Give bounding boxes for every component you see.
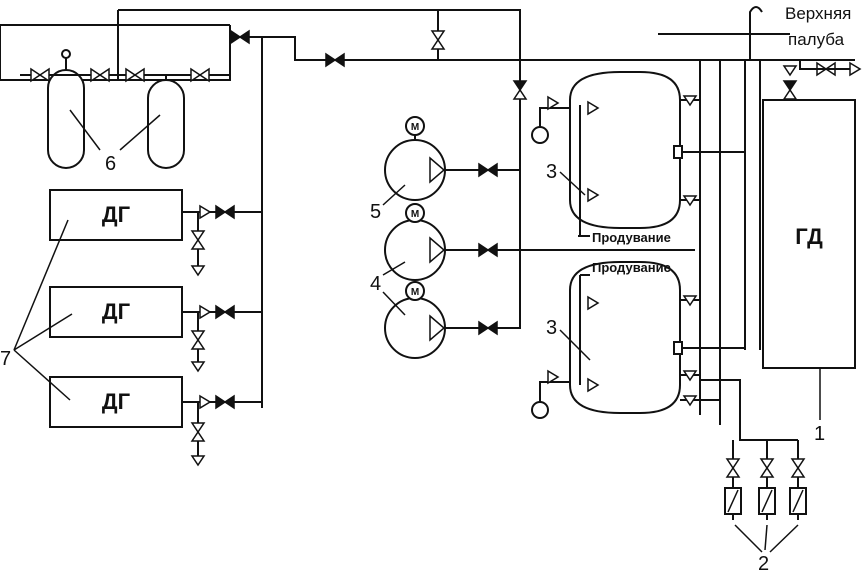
header-valve-1: [230, 30, 250, 44]
dg1-valve: [215, 205, 235, 219]
svg-text:6: 6: [105, 153, 116, 175]
cartridge-valve-2: [760, 458, 774, 478]
pressure-gauge-top: [531, 96, 570, 144]
diesel-generator-2: ДГ: [49, 286, 183, 338]
main-engine: ГД: [762, 99, 856, 369]
compressor-5: М: [384, 116, 446, 201]
blow-label-top: Продувание: [592, 230, 671, 245]
callout-7: 7: [0, 219, 73, 401]
callout-4: 4: [370, 261, 406, 316]
callout-2: 2: [734, 524, 799, 572]
dg2-nozzle: [199, 305, 211, 319]
callout-3-bottom: 3: [546, 317, 591, 361]
cartridge-1: [724, 487, 742, 515]
level-indicator-bottom: [673, 341, 683, 355]
dg3-drain-nozzle: [191, 455, 205, 466]
cartridge-valve-3: [791, 458, 805, 478]
callout-5: 5: [370, 184, 406, 223]
svg-text:7: 7: [0, 348, 11, 370]
deck-outlet-nozzle: [783, 60, 861, 76]
compressor-4b-valve: [478, 321, 498, 335]
dg2-drain-valve: [191, 330, 205, 350]
deck-label-line1: Верхняя: [785, 4, 851, 23]
callout-1: 1: [814, 368, 825, 445]
air-cylinder-right: [147, 75, 185, 169]
dg1-nozzle: [199, 205, 211, 219]
svg-text:1: 1: [814, 423, 825, 445]
upper-deck-marker: Верхняя палуба: [658, 4, 851, 60]
callout-3-top: 3: [546, 161, 586, 196]
blow-label-bottom: Продувание: [592, 260, 671, 275]
dg3-valve: [215, 395, 235, 409]
dg2-valve: [215, 305, 235, 319]
dg1-drain-valve: [191, 230, 205, 250]
dg3-drain-valve: [191, 422, 205, 442]
level-indicator-top: [673, 145, 683, 159]
svg-text:М: М: [411, 209, 419, 220]
diesel-generator-1: ДГ: [49, 189, 183, 241]
svg-text:4: 4: [370, 273, 381, 295]
svg-text:ГД: ГД: [795, 224, 823, 249]
svg-text:М: М: [411, 287, 419, 298]
compressor-4b: М: [384, 281, 446, 359]
air-cylinder-left: [47, 49, 85, 169]
compressor-5-valve: [478, 163, 498, 177]
air-receiver-bottom: [569, 261, 681, 414]
compressor-4a-valve: [478, 243, 498, 257]
dg2-drain-nozzle: [191, 361, 205, 372]
svg-text:М: М: [411, 122, 419, 133]
diesel-generator-3: ДГ: [49, 376, 183, 428]
deck-label-line2: палуба: [788, 30, 845, 49]
callout-6: 6: [69, 109, 161, 175]
header-valve-2: [325, 53, 345, 67]
riser-valve: [513, 80, 527, 100]
top-header-pipe: [0, 9, 855, 425]
engine-start-valve: [783, 80, 797, 100]
cartridge-3: [789, 487, 807, 515]
svg-text:ДГ: ДГ: [102, 389, 131, 414]
cartridge-valve-1: [726, 458, 740, 478]
header-valve-vertical: [431, 30, 445, 50]
cartridge-2: [758, 487, 776, 515]
svg-text:2: 2: [758, 553, 769, 572]
svg-text:3: 3: [546, 161, 557, 183]
svg-text:3: 3: [546, 317, 557, 339]
svg-text:ДГ: ДГ: [102, 202, 131, 227]
dg1-drain-nozzle: [191, 265, 205, 276]
air-receiver-top: [569, 71, 681, 237]
svg-text:5: 5: [370, 201, 381, 223]
svg-text:ДГ: ДГ: [102, 299, 131, 324]
dg3-nozzle: [199, 395, 211, 409]
pressure-gauge-bottom: [531, 370, 570, 419]
